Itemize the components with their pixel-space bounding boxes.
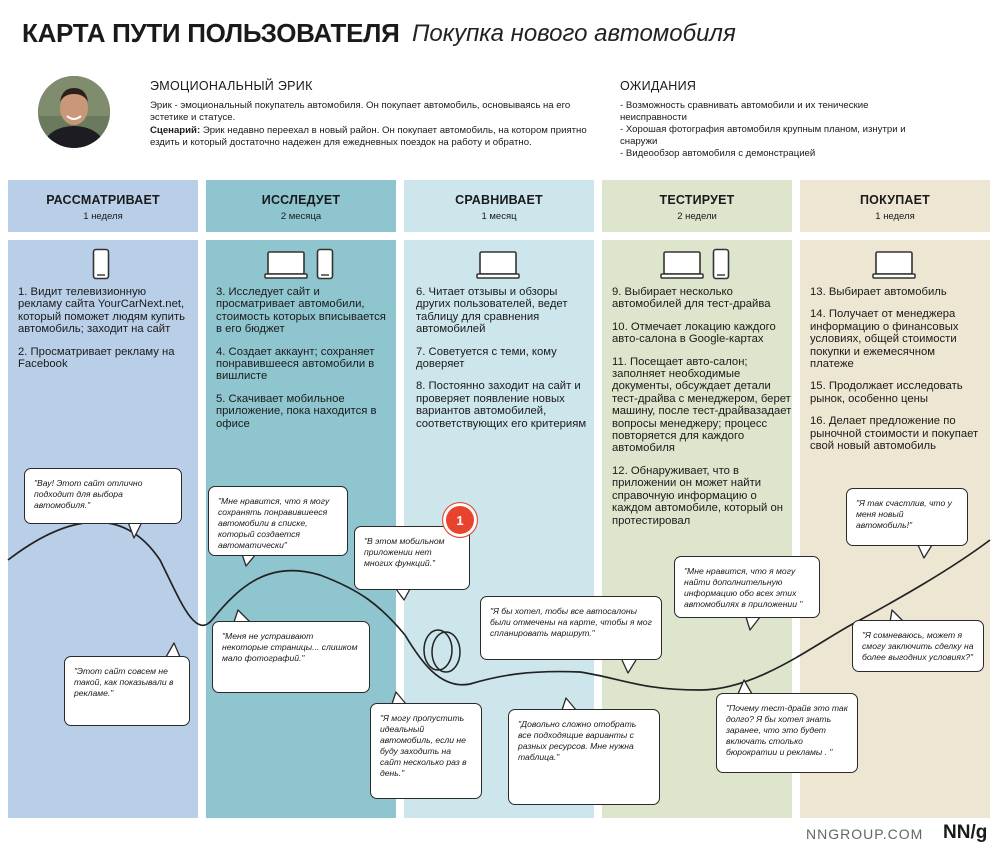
stage-duration: 1 месяц bbox=[481, 211, 517, 222]
persona-description: Эрик - эмоциональный покупатель автомоби… bbox=[150, 100, 571, 123]
quote-bubble-9: "Мне нравится, что я могу найти дополнит… bbox=[674, 556, 820, 618]
quote-bubble-2: "Этот сайт совсем не такой, как показыва… bbox=[64, 656, 190, 726]
steps-buys: 13. Выбирает автомобиль 14. Получает от … bbox=[810, 286, 980, 462]
step-text: 5. Скачивает мобильное приложение, пока … bbox=[216, 392, 377, 430]
stage-header-researches: ИССЛЕДУЕТ 2 месяца bbox=[206, 180, 396, 232]
persona-scenario: Сценарий: Эрик недавно переехал в новый … bbox=[150, 125, 590, 149]
stage-name: РАССМАТРИВАЕТ bbox=[46, 193, 160, 207]
stage-name: СРАВНИВАЕТ bbox=[455, 193, 543, 207]
step-text: 7. Советуется с теми, кому доверяет bbox=[416, 345, 557, 371]
stage-header-buys: ПОКУПАЕТ 1 неделя bbox=[800, 180, 990, 232]
step-text: 12. Обнаруживает, что в приложении он мо… bbox=[612, 464, 783, 527]
stage-name: ИССЛЕДУЕТ bbox=[261, 193, 341, 207]
persona-photo-icon bbox=[38, 76, 110, 148]
step-text: 2. Просматривает рекламу на Facebook bbox=[18, 345, 175, 371]
persona-block: ЭМОЦИОНАЛЬНЫЙ ЭРИК Эрик - эмоциональный … bbox=[150, 80, 590, 150]
stage-devices-researches bbox=[264, 246, 334, 280]
stage-header-compares: СРАВНИВАЕТ 1 месяц bbox=[404, 180, 594, 232]
stage-duration: 2 месяца bbox=[280, 211, 322, 222]
quote-bubble-7: "Я бы хотел, тобы все автосалоны были от… bbox=[480, 596, 662, 660]
phone-icon bbox=[92, 248, 110, 280]
quote-bubble-4: "Меня не устраивают некоторые страницы..… bbox=[212, 621, 370, 693]
quote-bubble-12: "Я сомневаюсь, может я смогу заключить с… bbox=[852, 620, 984, 672]
step-text: 8. Постоянно заходит на сайт и проверяет… bbox=[416, 380, 587, 430]
step-text: 14. Получает от менеджера информацию о ф… bbox=[810, 308, 959, 371]
persona-name: ЭМОЦИОНАЛЬНЫЙ ЭРИК bbox=[150, 79, 313, 93]
expectation-item: - Хорошая фотография автомобиля крупным … bbox=[620, 124, 906, 147]
expectation-item: - Возможность сравнивать автомобили и их… bbox=[620, 100, 869, 123]
quote-bubble-1: "Вау! Этот сайт отлично подходит для выб… bbox=[24, 468, 182, 524]
laptop-icon bbox=[872, 251, 916, 279]
quote-bubble-10: "Почему тест-драйв это так долго? Я бы х… bbox=[716, 693, 858, 773]
page-title: КАРТА ПУТИ ПОЛЬЗОВАТЕЛЯ bbox=[22, 18, 400, 48]
step-text: 10. Отмечает локацию каждого авто-салона… bbox=[612, 320, 776, 346]
laptop-icon bbox=[476, 251, 520, 279]
stage-duration: 1 неделя bbox=[83, 211, 123, 222]
laptop-icon bbox=[660, 251, 704, 279]
step-text: 4. Создает аккаунт; сохраняет понравивше… bbox=[216, 345, 375, 383]
scenario-text: Эрик недавно переехал в новый район. Он … bbox=[150, 125, 587, 148]
persona-avatar bbox=[38, 76, 110, 148]
step-text: 13. Выбирает автомобиль bbox=[810, 286, 947, 298]
stage-devices-buys bbox=[872, 246, 916, 280]
curve-loop bbox=[431, 631, 461, 673]
stage-header-considers: РАССМАТРИВАЕТ 1 неделя bbox=[8, 180, 198, 232]
emotion-line bbox=[7, 521, 991, 691]
page-subtitle: Покупка нового автомобиля bbox=[412, 20, 736, 47]
stage-devices-considers bbox=[92, 246, 110, 280]
bubble-tails bbox=[127, 521, 933, 711]
footer-site: NNGROUP.COM bbox=[806, 826, 924, 842]
phone-icon bbox=[316, 248, 334, 280]
phone-icon bbox=[712, 248, 730, 280]
pain-point-marker: 1 bbox=[442, 502, 478, 538]
step-text: 15. Продолжает исследовать рынок, особен… bbox=[810, 380, 963, 405]
steps-tests: 9. Выбирает несколько автомобилей для те… bbox=[612, 286, 792, 537]
expectations-title: ОЖИДАНИЯ bbox=[620, 79, 697, 93]
step-text: 1. Видит телевизионную рекламу сайта You… bbox=[18, 286, 186, 336]
steps-researches: 3. Исследует сайт и просматривает автомо… bbox=[216, 286, 388, 440]
quote-bubble-5: "В этом мобильном приложении нет многих … bbox=[354, 526, 470, 590]
laptop-icon bbox=[264, 251, 308, 279]
step-text: 9. Выбирает несколько автомобилей для те… bbox=[612, 286, 771, 311]
scenario-label: Сценарий: bbox=[150, 125, 201, 136]
quote-bubble-8: "Довольно сложно отобрать все подходящие… bbox=[508, 709, 660, 805]
step-text: 16. Делает предложение по рыночной стоим… bbox=[810, 415, 979, 453]
quote-bubble-6: "Я могу пропустить идеальный автомобиль,… bbox=[370, 703, 482, 799]
stage-name: ТЕСТИРУЕТ bbox=[659, 193, 735, 207]
step-text: 11. Посещает авто-салон; заполняет необх… bbox=[612, 355, 792, 455]
stage-name: ПОКУПАЕТ bbox=[859, 193, 930, 207]
stage-devices-tests bbox=[660, 246, 730, 280]
stage-duration: 1 неделя bbox=[875, 211, 915, 222]
expectation-item: - Видеообзор автомобиля с демонстрацией bbox=[620, 148, 816, 159]
step-text: 6. Читает отзывы и обзоры других пользов… bbox=[416, 286, 568, 336]
stage-header-tests: ТЕСТИРУЕТ 2 недели bbox=[602, 180, 792, 232]
expectations-block: ОЖИДАНИЯ - Возможность сравнивать автомо… bbox=[620, 80, 920, 160]
nng-logo: NN/g bbox=[943, 822, 988, 843]
steps-compares: 6. Читает отзывы и обзоры других пользов… bbox=[416, 286, 590, 440]
stage-devices-compares bbox=[476, 246, 520, 280]
quote-bubble-3: "Мне нравится, что я могу сохранять понр… bbox=[208, 486, 348, 556]
stage-duration: 2 недели bbox=[677, 211, 717, 222]
steps-considers: 1. Видит телевизионную рекламу сайта You… bbox=[18, 286, 190, 380]
step-text: 3. Исследует сайт и просматривает автомо… bbox=[216, 286, 386, 336]
quote-bubble-11: "Я так счастлив, что у меня новый автомо… bbox=[846, 488, 968, 546]
curve-loop bbox=[423, 629, 453, 671]
